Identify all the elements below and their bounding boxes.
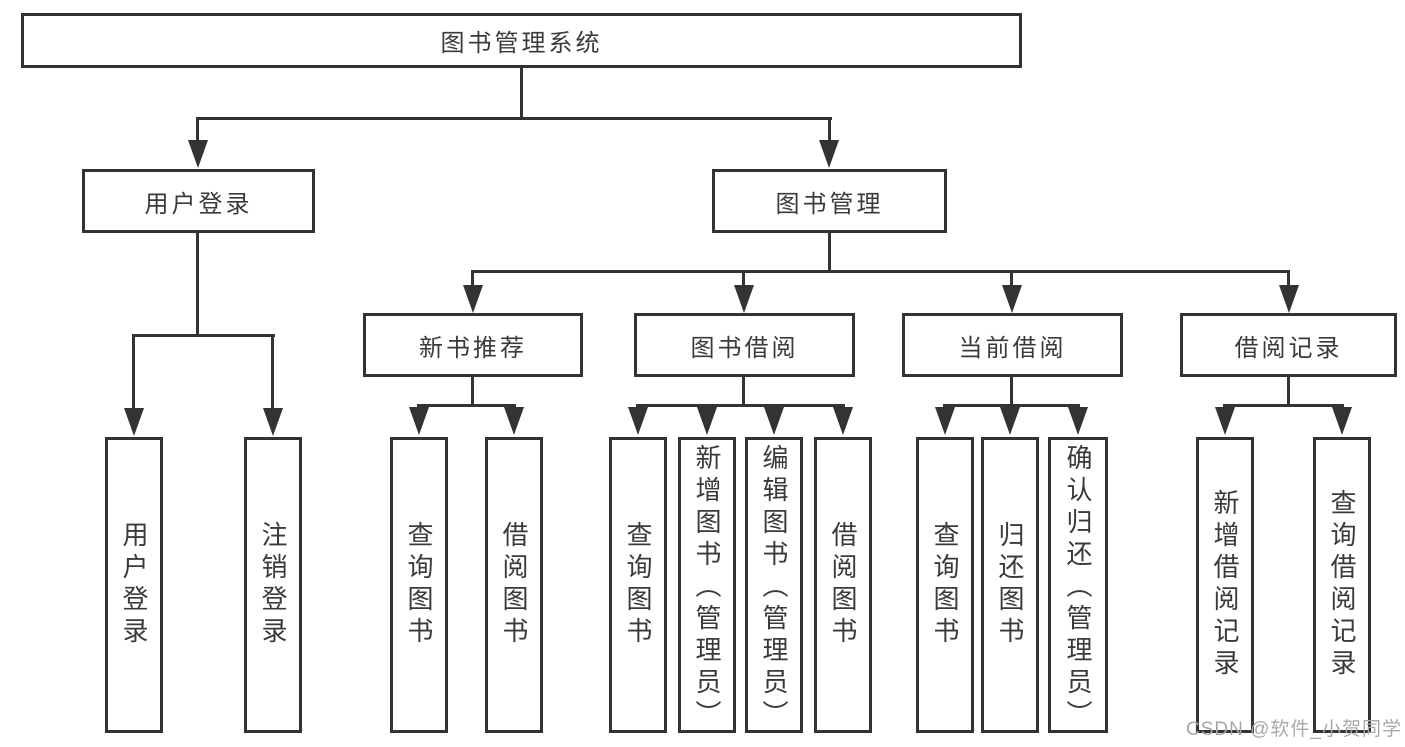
leaf-newbook-query-books: 查询图书	[390, 437, 448, 733]
connector-newbook-branch	[417, 404, 516, 407]
connector-userlogin-branch	[132, 334, 275, 337]
connector-root-branch	[196, 117, 832, 120]
arrowhead-down-icon	[1068, 407, 1088, 435]
leaf-records-add-borrow-record: 新增借阅记录	[1196, 437, 1254, 733]
connector-bookmgmt-branch	[471, 270, 1290, 273]
connector-stub	[132, 334, 135, 412]
connector-stub	[196, 117, 199, 145]
connector-currentborrow-branch	[943, 404, 1080, 407]
arrowhead-down-icon	[188, 140, 208, 168]
connector-root-stem	[520, 68, 523, 118]
connector-stub	[471, 270, 474, 290]
connector-records-stem	[1287, 377, 1290, 406]
leaf-current-return-books: 归还图书	[981, 437, 1039, 733]
connector-currentborrow-stem	[1010, 377, 1013, 406]
arrowhead-down-icon	[697, 407, 717, 435]
arrowhead-down-icon	[833, 407, 853, 435]
leaf-current-confirm-return-admin: 确认归还（管理员）	[1048, 437, 1108, 733]
arrowhead-down-icon	[463, 285, 483, 313]
node-book-borrow: 图书借阅	[634, 313, 855, 377]
arrowhead-down-icon	[764, 407, 784, 435]
connector-bookborrow-stem	[742, 377, 745, 406]
arrowhead-down-icon	[263, 408, 283, 436]
node-current-borrow: 当前借阅	[902, 313, 1123, 377]
arrowhead-down-icon	[1215, 407, 1235, 435]
arrowhead-down-icon	[1000, 407, 1020, 435]
arrowhead-down-icon	[734, 285, 754, 313]
node-user-login: 用户登录	[82, 169, 315, 233]
arrowhead-down-icon	[124, 408, 144, 436]
connector-bookborrow-branch	[636, 404, 845, 407]
node-borrow-records: 借阅记录	[1180, 313, 1397, 377]
arrowhead-down-icon	[1279, 285, 1299, 313]
leaf-newbook-borrow-books: 借阅图书	[485, 437, 543, 733]
leaf-borrow-borrow-books: 借阅图书	[814, 437, 872, 733]
leaf-current-query-books: 查询图书	[916, 437, 974, 733]
arrowhead-down-icon	[819, 140, 839, 168]
leaf-borrow-add-books-admin: 新增图书（管理员）	[678, 437, 736, 733]
connector-userlogin-stem	[196, 233, 199, 336]
connector-stub	[1287, 270, 1290, 290]
arrowhead-down-icon	[1002, 285, 1022, 313]
node-book-management: 图书管理	[712, 169, 947, 233]
arrowhead-down-icon	[628, 407, 648, 435]
connector-records-branch	[1223, 404, 1344, 407]
csdn-watermark: CSDN @软件_小贺同学	[1186, 719, 1402, 740]
arrowhead-down-icon	[409, 407, 429, 435]
connector-newbook-stem	[471, 377, 474, 406]
connector-stub	[742, 270, 745, 290]
arrowhead-down-icon	[504, 407, 524, 435]
leaf-borrow-edit-books-admin: 编辑图书（管理员）	[745, 437, 803, 733]
node-root: 图书管理系统	[21, 13, 1022, 68]
leaf-user-login: 用户登录	[105, 437, 163, 733]
connector-stub	[271, 334, 274, 412]
node-new-book-recommend: 新书推荐	[363, 313, 583, 377]
connector-stub	[1010, 270, 1013, 290]
leaf-records-query-borrow-record: 查询借阅记录	[1313, 437, 1371, 733]
leaf-logout-login: 注销登录	[244, 437, 302, 733]
leaf-borrow-query-books: 查询图书	[609, 437, 667, 733]
arrowhead-down-icon	[935, 407, 955, 435]
connector-stub	[828, 117, 831, 145]
connector-bookmgmt-stem	[828, 233, 831, 272]
arrowhead-down-icon	[1332, 407, 1352, 435]
